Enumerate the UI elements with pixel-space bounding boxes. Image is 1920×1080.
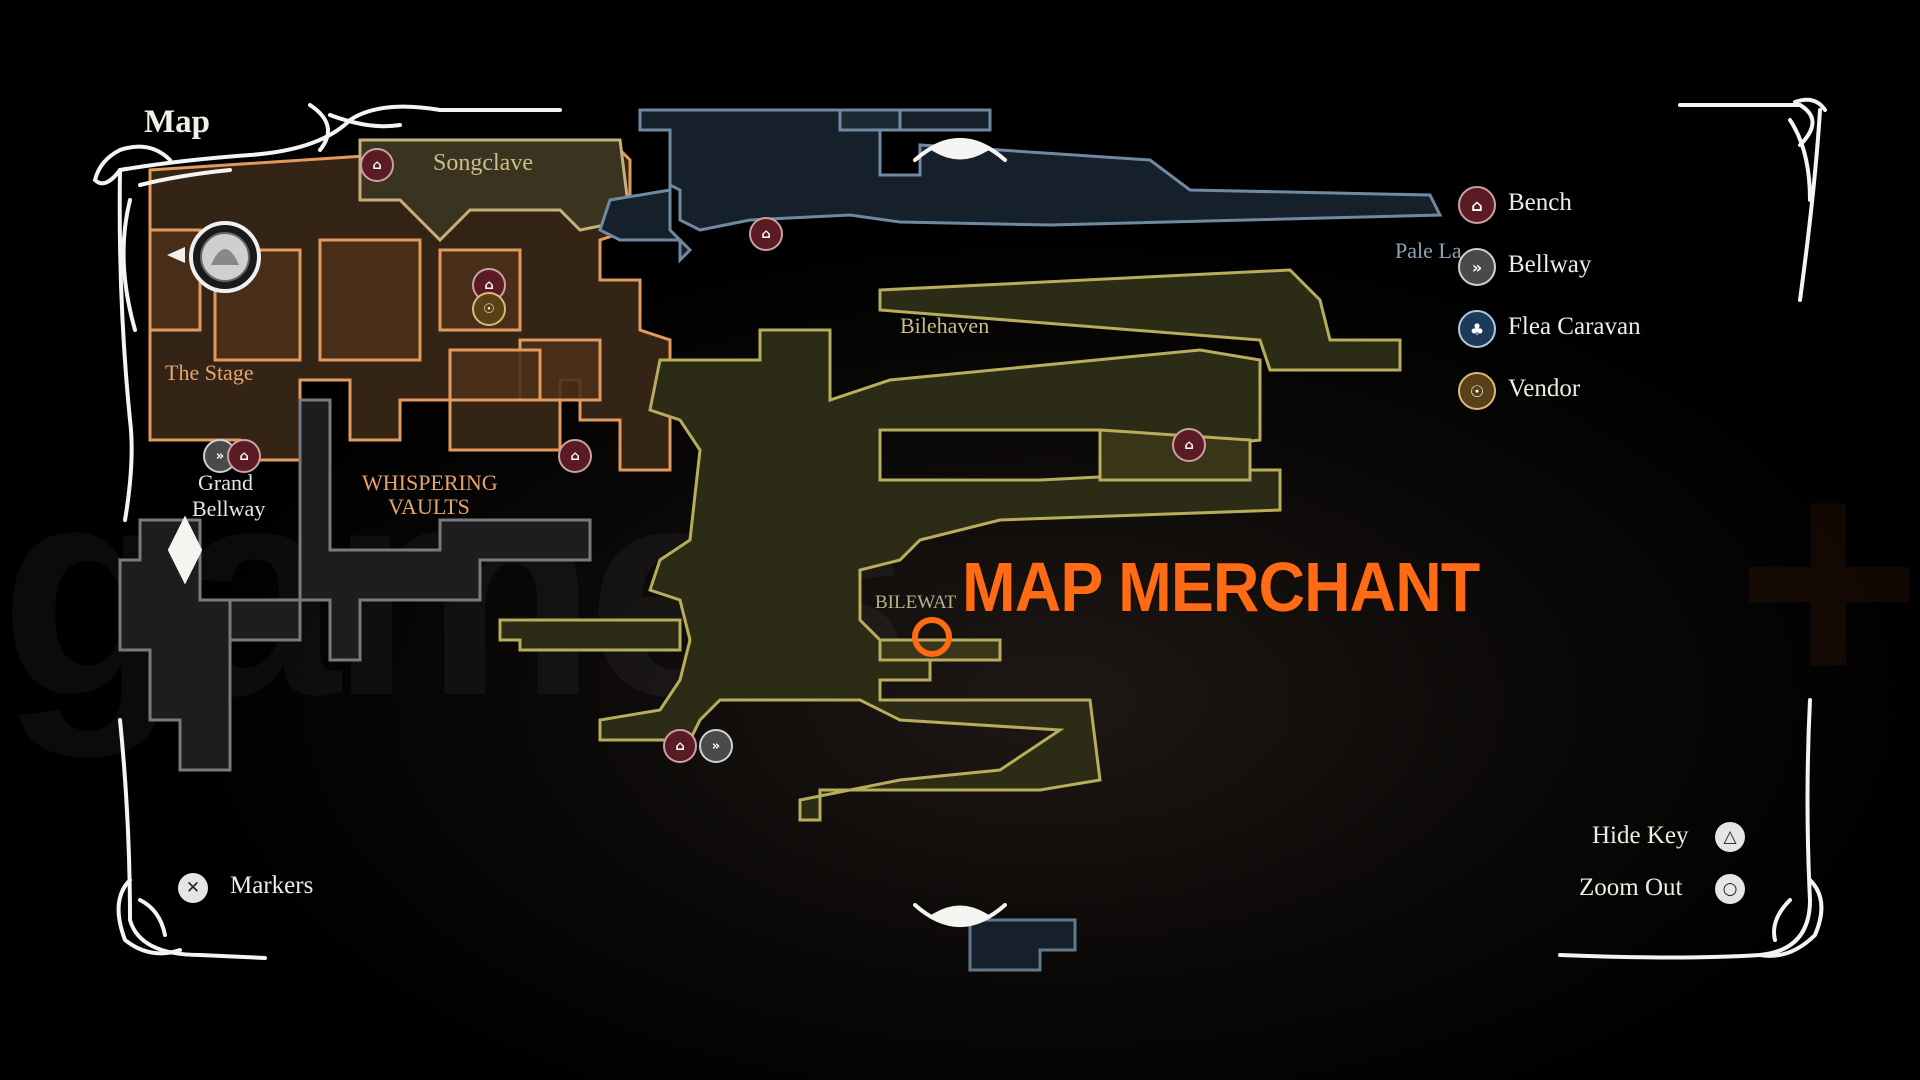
- bench-icon: ⌂: [1458, 186, 1496, 224]
- bench-icon[interactable]: ⌂: [1172, 428, 1206, 462]
- area-label-pale-lake: Pale La: [1395, 238, 1462, 263]
- player-compass-icon: [167, 221, 261, 293]
- triangle-button-icon[interactable]: △: [1715, 822, 1745, 852]
- grey-zone: [118, 398, 592, 772]
- area-label-whispering-vaults-1: WHISPERING: [362, 470, 498, 495]
- bench-icon[interactable]: ⌂: [360, 148, 394, 182]
- legend-label: Bench: [1508, 189, 1572, 216]
- bench-icon[interactable]: ⌂: [558, 439, 592, 473]
- vendor-icon[interactable]: ☉: [472, 292, 506, 326]
- circle-button-icon[interactable]: ○: [1715, 874, 1745, 904]
- map-merchant-location-marker: [912, 617, 952, 657]
- area-label-grand-bellway-2: Bellway: [192, 496, 266, 521]
- yellow-zone: [498, 268, 1402, 822]
- legend-label: Bellway: [1508, 251, 1592, 278]
- area-label-whispering-vaults-2: VAULTS: [388, 494, 470, 519]
- legend-item-flea-caravan: ♣ Flea Caravan: [1458, 310, 1708, 350]
- songclave-region: [358, 138, 632, 243]
- legend-item-bellway: » Bellway: [1458, 248, 1708, 288]
- bellway-icon[interactable]: »: [699, 729, 733, 763]
- area-label-bilewater: BILEWAT: [875, 592, 957, 613]
- screen-title: Map: [144, 104, 210, 140]
- area-label-bilehaven: Bilehaven: [900, 313, 990, 338]
- legend-item-bench: ⌂ Bench: [1458, 186, 1708, 226]
- hide-key-hint[interactable]: Hide Key: [1592, 822, 1689, 849]
- legend-label: Flea Caravan: [1508, 313, 1641, 340]
- map-merchant-annotation: MAP MERCHANT: [962, 548, 1480, 626]
- zoom-out-hint[interactable]: Zoom Out: [1579, 874, 1683, 901]
- legend-item-vendor: ☉ Vendor: [1458, 372, 1708, 412]
- orange-zone: [148, 138, 672, 472]
- area-label-songclave: Songclave: [433, 150, 533, 176]
- cross-button-icon[interactable]: ✕: [178, 873, 208, 903]
- area-label-grand-bellway-1: Grand: [198, 470, 253, 495]
- flea-caravan-icon: ♣: [1458, 310, 1496, 348]
- bench-icon[interactable]: ⌂: [663, 729, 697, 763]
- bottom-structure: [968, 918, 1077, 972]
- bench-icon[interactable]: ⌂: [227, 439, 261, 473]
- bellway-icon: »: [1458, 248, 1496, 286]
- ornate-frame: [92, 97, 1827, 960]
- blue-zone: [598, 108, 1443, 264]
- markers-hint[interactable]: Markers: [230, 872, 314, 899]
- area-label-the-stage: The Stage: [165, 360, 254, 385]
- vendor-icon: ☉: [1458, 372, 1496, 410]
- bench-icon[interactable]: ⌂: [749, 217, 783, 251]
- legend-label: Vendor: [1508, 375, 1581, 402]
